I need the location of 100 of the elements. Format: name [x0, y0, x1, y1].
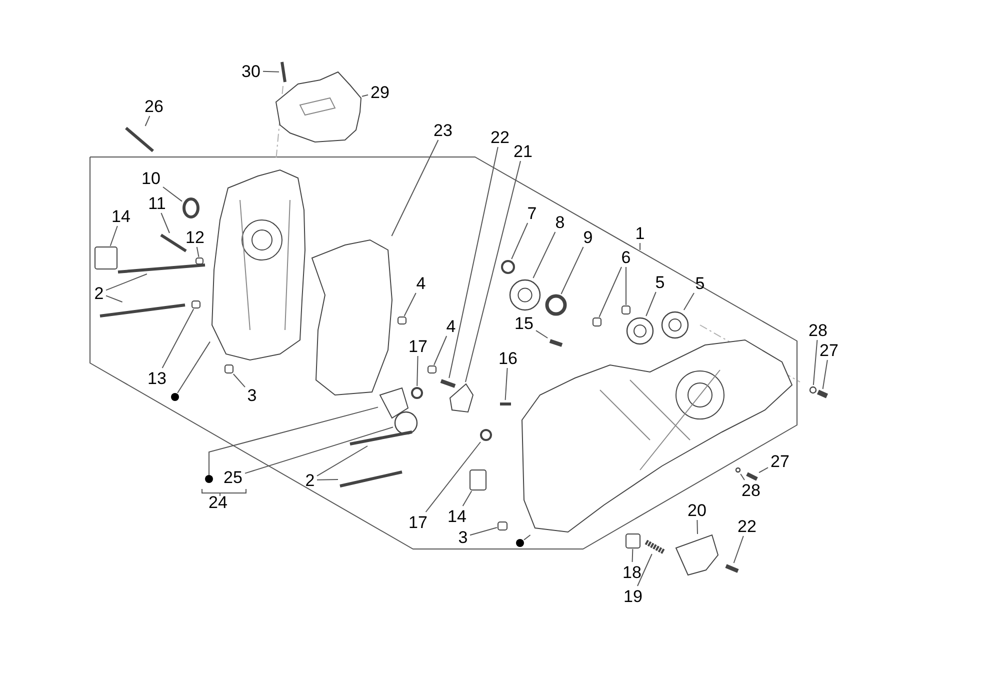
callout-number: 22	[488, 127, 512, 147]
bushing	[625, 533, 641, 549]
leader-line	[532, 232, 556, 278]
callout-number: 4	[414, 273, 428, 293]
bolt	[439, 378, 457, 388]
leader-line	[404, 292, 416, 316]
leader-line	[465, 160, 521, 382]
leader-line	[425, 442, 481, 512]
callout-number: 1	[633, 223, 647, 243]
callout-number: 3	[456, 527, 470, 547]
ball-bearing	[508, 278, 542, 312]
leader-line	[632, 548, 634, 562]
leader-line	[646, 292, 656, 316]
oil-seal	[545, 294, 567, 316]
leader-line	[106, 295, 123, 302]
callout-number: 22	[735, 516, 759, 536]
leader-line	[740, 474, 745, 480]
stud	[98, 302, 188, 318]
leader-line	[733, 536, 744, 564]
cover	[274, 70, 362, 144]
callout-number: 18	[620, 562, 644, 582]
dowel	[397, 316, 407, 325]
callout-number: 11	[145, 193, 169, 213]
stud	[348, 430, 414, 446]
leader-line	[316, 479, 338, 480]
bolt	[815, 389, 829, 399]
callout-number: 24	[206, 492, 230, 512]
dowel	[224, 364, 234, 374]
dowel	[191, 300, 201, 309]
callout-number: 5	[653, 272, 667, 292]
stud	[338, 470, 404, 488]
leader-line	[560, 246, 584, 294]
callout-number: 3	[245, 385, 259, 405]
leader-line	[511, 222, 528, 260]
o-ring	[393, 410, 419, 436]
washer	[808, 385, 818, 395]
callout-number: 9	[581, 227, 595, 247]
leader-line	[812, 340, 818, 386]
leader-line	[822, 360, 828, 390]
leader-line	[683, 292, 694, 310]
circlip	[500, 259, 516, 275]
leader-line	[106, 274, 148, 291]
callout-number: 12	[183, 227, 207, 247]
leader-line	[598, 266, 622, 318]
crankcase-half	[210, 168, 307, 362]
callout-number: 2	[303, 470, 317, 490]
leader-line	[196, 246, 200, 258]
callout-number: 30	[239, 61, 263, 81]
bolt	[724, 563, 740, 573]
intake-fitting	[378, 386, 410, 420]
o-ring	[479, 428, 493, 442]
callout-number: 6	[619, 247, 633, 267]
callout-number: 17	[406, 512, 430, 532]
leader-line	[160, 212, 170, 234]
leader-line	[362, 94, 368, 97]
leader-line	[696, 520, 698, 534]
leader-line	[391, 140, 439, 236]
callout-number: 21	[511, 141, 535, 161]
bushing	[469, 469, 487, 491]
callout-number: 29	[368, 82, 392, 102]
screw	[498, 400, 512, 408]
leader-line	[504, 368, 508, 400]
bolt	[124, 126, 155, 153]
leader-line	[262, 70, 280, 72]
oil-seal	[182, 197, 200, 219]
dowel	[427, 365, 437, 374]
dowel	[195, 257, 204, 265]
leader-line	[448, 146, 498, 378]
callout-number: 23	[431, 120, 455, 140]
leader-line	[470, 527, 498, 536]
o-ring	[410, 386, 424, 400]
leader-line	[110, 226, 118, 246]
callout-number: 7	[525, 203, 539, 223]
leader-line	[162, 186, 182, 202]
callout-number: 16	[496, 348, 520, 368]
spring	[644, 540, 666, 554]
callout-number: 26	[142, 96, 166, 116]
callout-number: 10	[139, 168, 163, 188]
stud	[116, 262, 208, 274]
callout-number: 19	[621, 586, 645, 606]
leader-line	[536, 330, 548, 338]
leader-line	[637, 554, 652, 586]
crankcase-half	[520, 338, 795, 535]
callout-number: 27	[817, 340, 841, 360]
leader-line	[416, 356, 418, 386]
callout-number: 28	[806, 320, 830, 340]
pin	[159, 233, 188, 252]
callout-number: 13	[145, 368, 169, 388]
dowel	[621, 305, 631, 315]
callout-number: 14	[445, 506, 469, 526]
leader-line	[177, 341, 210, 394]
leader-line	[208, 406, 378, 476]
leader-line	[434, 336, 448, 366]
washer	[734, 466, 742, 474]
callout-number: 15	[512, 313, 536, 333]
callout-number: 17	[406, 336, 430, 356]
callout-number: 2	[92, 283, 106, 303]
callout-number: 27	[768, 451, 792, 471]
dowel	[497, 521, 508, 531]
leader-line	[162, 308, 194, 368]
